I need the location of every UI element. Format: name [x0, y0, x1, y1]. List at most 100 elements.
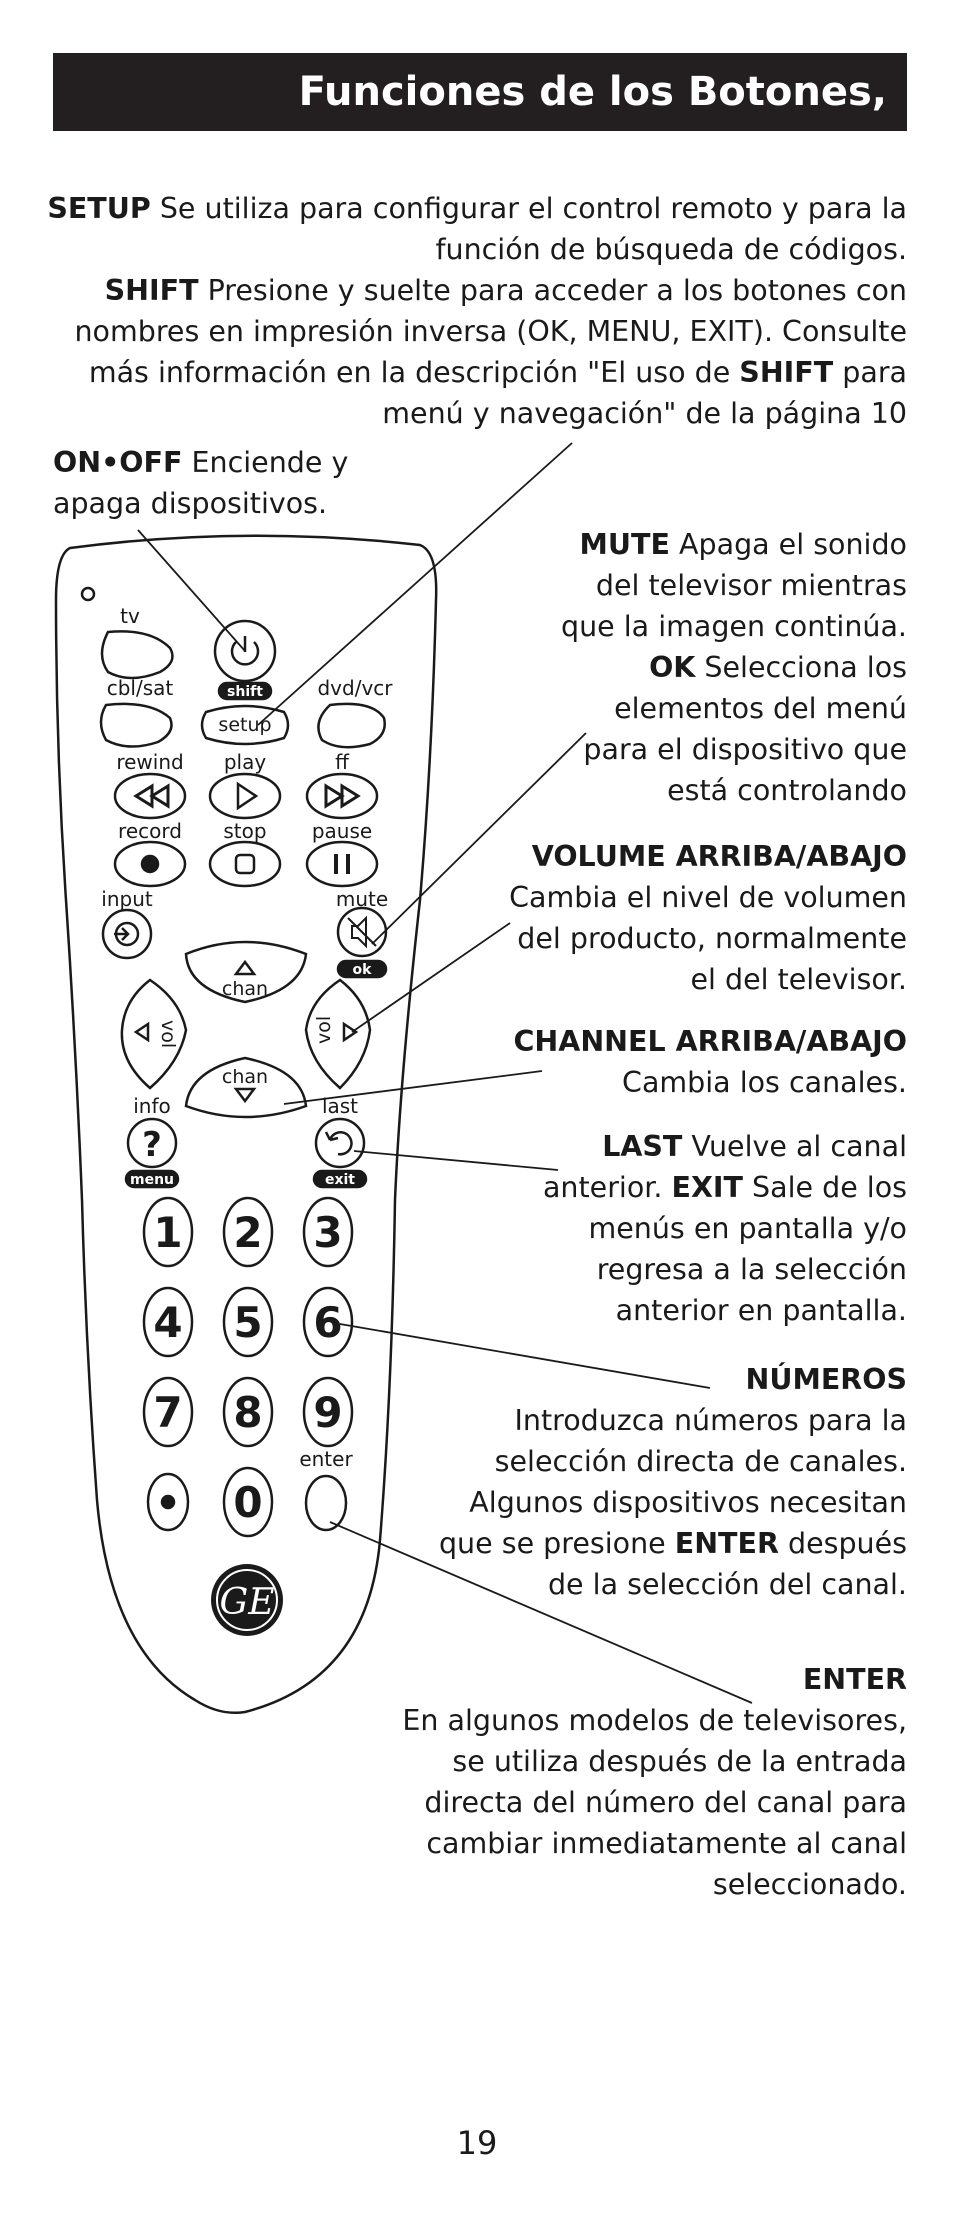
enter-term: ENTER [802, 1663, 907, 1696]
ge-logo: GE [211, 1564, 283, 1636]
enter-description: ENTER En algunos modelos de televisores,… [402, 1663, 907, 1901]
shift-pill [217, 681, 273, 701]
input-label: input [101, 887, 153, 911]
shift-term: SHIFT [104, 274, 199, 307]
input-button[interactable] [101, 908, 153, 960]
vol-down-label: vol [157, 1020, 179, 1048]
number-0-label: 0 [233, 1478, 262, 1527]
info-label: info [133, 1094, 171, 1118]
number-5-button[interactable] [222, 1286, 274, 1358]
number-0-button[interactable] [222, 1466, 274, 1538]
volume-term: VOLUME ARRIBA/ABAJO [531, 840, 907, 873]
section-header: Funciones de los Botones, continuación [53, 53, 907, 193]
dvd-vcr-button[interactable] [317, 702, 386, 749]
cbl-sat-button[interactable] [99, 702, 173, 748]
info-button-label: ? [142, 1125, 162, 1165]
mute-icon [347, 915, 377, 949]
mute-button[interactable] [336, 906, 388, 958]
record-button[interactable] [113, 840, 187, 888]
pause-icon [334, 854, 350, 874]
mute-ok-leader [371, 732, 587, 945]
pause-label: pause [312, 819, 372, 843]
record-label: record [118, 819, 182, 843]
input-icon [114, 921, 140, 947]
channel-description: CHANNEL ARRIBA/ABAJO Cambia los canales. [513, 1025, 908, 1099]
exit-term: EXIT [671, 1171, 743, 1204]
chan-up-button[interactable] [184, 940, 308, 1004]
last-leader [353, 1150, 559, 1171]
info-button[interactable] [126, 1117, 178, 1169]
ge-logo-text: GE [219, 1582, 274, 1623]
exit-pill [312, 1169, 368, 1189]
number-4-label: 4 [153, 1298, 182, 1347]
numeros-term: NÚMEROS [745, 1363, 907, 1396]
shift-setup-leader [257, 442, 573, 726]
cbl-sat-label: cbl/sat [107, 676, 174, 700]
number-5-label: 5 [233, 1298, 262, 1347]
volume-description: VOLUME ARRIBA/ABAJO Cambia el nivel de v… [509, 840, 907, 996]
exit-pill-label: exit [325, 1172, 355, 1188]
power-button[interactable] [213, 619, 277, 683]
tv-label: tv [120, 604, 140, 628]
rewind-icon [133, 783, 170, 809]
rewind-button[interactable] [113, 772, 187, 820]
chan-down-label: chan [222, 1066, 268, 1088]
number-3-button[interactable] [302, 1196, 354, 1268]
enter-button[interactable] [304, 1474, 348, 1532]
ff-label: ff [335, 750, 350, 774]
number-1-button[interactable] [142, 1196, 194, 1268]
last-term: LAST [602, 1130, 683, 1163]
shift-pill-label: shift [227, 684, 263, 700]
menu-pill [124, 1169, 180, 1189]
setup-button-label: setup [218, 714, 271, 736]
last-icon [324, 1131, 353, 1156]
channel-term: CHANNEL ARRIBA/ABAJO [513, 1025, 908, 1058]
onoff-term: ON•OFF [53, 446, 183, 479]
vol-up-button[interactable] [304, 978, 372, 1090]
vol-down-icon [133, 1021, 150, 1043]
number-2-label: 2 [233, 1208, 262, 1257]
number-7-button[interactable] [142, 1376, 194, 1448]
tv-button[interactable] [100, 630, 174, 680]
numeros-leader [339, 1323, 711, 1389]
number-2-button[interactable] [222, 1196, 274, 1268]
volume-leader [351, 922, 511, 1033]
dot-button[interactable] [146, 1472, 190, 1532]
callout-lines [137, 442, 753, 1704]
ok-pill [336, 959, 388, 979]
pause-button[interactable] [305, 840, 379, 888]
dot-icon [160, 1494, 176, 1510]
ok-pill-label: ok [353, 962, 373, 978]
ff-button[interactable] [305, 772, 379, 820]
ff-icon [324, 783, 361, 809]
enter-label: enter [299, 1447, 353, 1471]
setup-button[interactable] [200, 704, 290, 746]
stop-icon [234, 853, 256, 875]
play-label: play [224, 750, 267, 774]
number-9-button[interactable] [302, 1376, 354, 1448]
last-button[interactable] [314, 1117, 366, 1169]
play-button[interactable] [208, 772, 282, 820]
onoff-description: ON•OFF Enciende y apaga dispositivos. [53, 446, 349, 520]
vol-down-button[interactable] [120, 978, 188, 1090]
onoff-leader [137, 529, 246, 652]
page-number: 19 [456, 2124, 498, 2162]
number-9-label: 9 [313, 1388, 342, 1437]
number-8-button[interactable] [222, 1376, 274, 1448]
record-icon [140, 854, 160, 874]
number-1-label: 1 [153, 1208, 182, 1257]
stop-button[interactable] [208, 840, 282, 888]
mute-term: MUTE [579, 528, 670, 561]
last-exit-description: LAST Vuelve al canal anterior. EXIT Sale… [542, 1130, 907, 1327]
number-6-button[interactable] [302, 1286, 354, 1358]
stop-label: stop [223, 819, 266, 843]
ok-term: OK [649, 651, 696, 684]
number-4-button[interactable] [142, 1286, 194, 1358]
chan-up-label: chan [222, 978, 268, 1000]
chan-up-icon [233, 959, 257, 976]
number-3-label: 3 [313, 1208, 342, 1257]
power-icon [230, 636, 260, 666]
chan-down-button[interactable] [184, 1056, 308, 1119]
channel-leader [283, 1070, 543, 1105]
